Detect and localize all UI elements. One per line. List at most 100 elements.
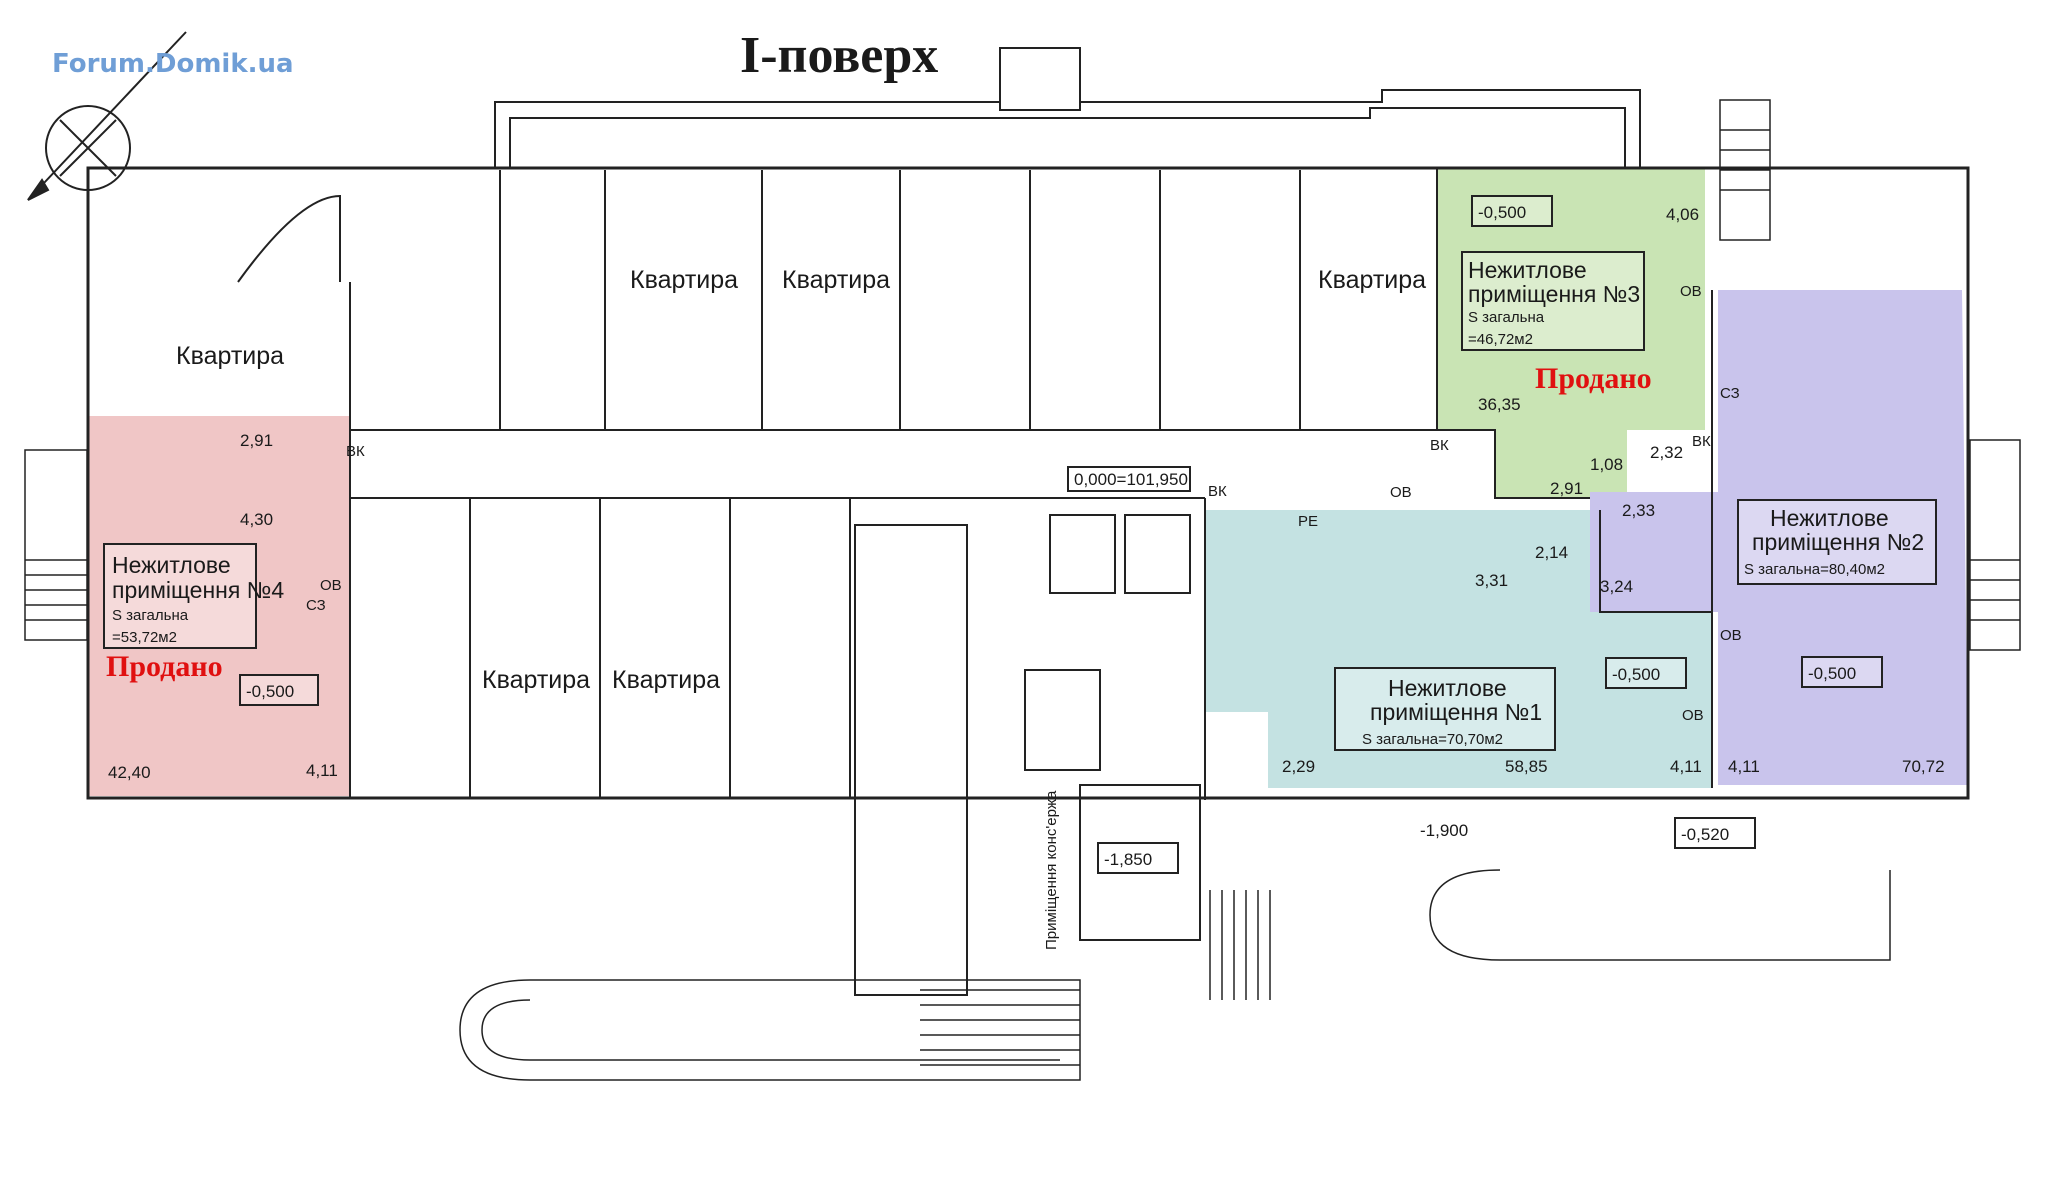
area-label: 2,91 xyxy=(1550,479,1583,498)
utility-code: ОВ xyxy=(1390,484,1412,501)
svg-text:-0,500: -0,500 xyxy=(1478,203,1526,222)
utility-code: ВК xyxy=(1692,433,1711,450)
concierge-room xyxy=(1079,784,1201,941)
unit2-level: -0,500 xyxy=(1801,656,1883,688)
floor-title: I-поверх xyxy=(740,27,938,84)
unit3-label: Нежитлове приміщення №3 S загальна =46,7… xyxy=(1461,251,1645,351)
elevator-3 xyxy=(1024,669,1101,771)
south-ramp-inner xyxy=(481,999,1060,1061)
svg-text:приміщення №2: приміщення №2 xyxy=(1752,529,1924,555)
apartment-label: Квартира xyxy=(782,266,890,294)
svg-text:-0,500: -0,500 xyxy=(1808,664,1856,683)
unit1-level: -0,500 xyxy=(1605,657,1687,689)
east-side-stairs xyxy=(1969,439,2021,651)
utility-code: ОВ xyxy=(1720,627,1742,644)
unit3-level: -0,500 xyxy=(1471,195,1553,227)
svg-text:S загальна: S загальна xyxy=(1468,309,1545,326)
svg-text:Нежитлове: Нежитлове xyxy=(1770,505,1889,531)
unit2-label: Нежитлове приміщення №2 S загальна=80,40… xyxy=(1737,499,1937,585)
unit2-highlight xyxy=(1590,290,1968,785)
utility-code: ВК xyxy=(1430,437,1449,454)
lobby-level-mark: -1,850 xyxy=(1097,842,1179,874)
watermark-logo: Forum.Domik.ua xyxy=(52,49,294,79)
area-label: 4,11 xyxy=(1670,757,1702,776)
unit4-level: -0,500 xyxy=(239,674,319,706)
stairwell xyxy=(854,524,968,996)
utility-code: ВК xyxy=(346,443,365,460)
entrance-level-mark: 0,000=101,950 xyxy=(1067,466,1191,492)
area-label: 2,33 xyxy=(1622,501,1655,520)
area-label: 4,11 xyxy=(1728,757,1760,776)
area-label: 3,24 xyxy=(1600,577,1633,596)
area-label: 2,32 xyxy=(1650,443,1683,462)
west-porch xyxy=(237,194,341,283)
area-label: 1,08 xyxy=(1590,455,1623,474)
area-label: 3,31 xyxy=(1475,571,1508,590)
unit4-sold-label: Продано xyxy=(106,650,223,683)
west-stair-treads xyxy=(24,449,88,641)
svg-text:приміщення №1: приміщення №1 xyxy=(1370,699,1542,725)
utility-code: СЗ xyxy=(1720,385,1740,402)
apartment-label: Квартира xyxy=(176,342,284,370)
unit1-highlight xyxy=(1205,510,1712,788)
unit-divider-3 xyxy=(1436,168,1590,499)
area-label: 36,35 xyxy=(1478,395,1521,414)
area-label: 4,11 xyxy=(306,761,338,780)
svg-text:S загальна=70,70м2: S загальна=70,70м2 xyxy=(1362,731,1503,748)
unit3-sold-label: Продано xyxy=(1535,362,1652,395)
svg-text:Нежитлове: Нежитлове xyxy=(112,552,231,578)
concierge-label: Приміщення конс'ержа xyxy=(1043,790,1060,950)
svg-text:-0,500: -0,500 xyxy=(246,682,294,701)
svg-text:=46,72м2: =46,72м2 xyxy=(1468,331,1533,348)
svg-text:-0,520: -0,520 xyxy=(1681,825,1729,844)
stairs xyxy=(24,99,2021,1081)
east-level-mark: -0,520 xyxy=(1674,817,1756,849)
utility-code: ОВ xyxy=(1680,283,1702,300)
apartment-label: Квартира xyxy=(630,266,738,294)
svg-text:S загальна=80,40м2: S загальна=80,40м2 xyxy=(1744,561,1885,578)
unit3-highlight xyxy=(1437,168,1705,430)
northeast-stairs xyxy=(1719,99,1771,241)
west-level-mark: -1,900 xyxy=(1420,821,1468,840)
unit-highlights xyxy=(88,168,1968,796)
svg-text:приміщення №4: приміщення №4 xyxy=(112,577,284,603)
east-ramp xyxy=(1429,869,1891,961)
utility-code: РЕ xyxy=(1298,513,1318,530)
svg-text:S загальна: S загальна xyxy=(112,607,189,624)
svg-text:0,000=101,950: 0,000=101,950 xyxy=(1074,470,1188,489)
area-label: 58,85 xyxy=(1505,757,1548,776)
utility-code: ОВ xyxy=(320,577,342,594)
unit4-label: Нежитлове приміщення №4 S загальна =53,7… xyxy=(103,543,284,649)
apartment-labels: Квартира Квартира Квартира Квартира Квар… xyxy=(176,266,1426,694)
apartment-label: Квартира xyxy=(612,666,720,694)
area-label: 4,06 xyxy=(1666,205,1699,224)
unit1-label: Нежитлове приміщення №1 S загальна=70,70… xyxy=(1334,667,1556,751)
area-label: 2,29 xyxy=(1282,757,1315,776)
south-ramp xyxy=(459,979,1081,1081)
apartment-label: Квартира xyxy=(1318,266,1426,294)
utility-code: ВК xyxy=(1208,483,1227,500)
area-label: 42,40 xyxy=(108,763,151,782)
area-label: 2,14 xyxy=(1535,543,1568,562)
utility-code: СЗ xyxy=(306,597,326,614)
unit-divider-1-inner xyxy=(1599,510,1712,613)
svg-text:-1,850: -1,850 xyxy=(1104,850,1152,869)
area-label: 2,91 xyxy=(240,431,273,450)
building-outline xyxy=(86,166,1970,800)
south-stair-treads xyxy=(920,989,1080,1066)
unit4-highlight xyxy=(88,416,350,796)
utility-codes: ВК ВК ВК ОВ ВК ОВ ОВ СЗ СЗ РЕ ОВ ОВ xyxy=(306,283,1742,724)
svg-text:=53,72м2: =53,72м2 xyxy=(112,629,177,646)
svg-text:Нежитлове: Нежитлове xyxy=(1388,675,1507,701)
svg-text:приміщення №3: приміщення №3 xyxy=(1468,281,1640,307)
north-terrace xyxy=(494,89,1641,168)
svg-text:-0,500: -0,500 xyxy=(1612,665,1660,684)
elevator-1 xyxy=(1049,514,1116,594)
east-stair-treads xyxy=(1209,890,1271,1000)
area-label: 4,30 xyxy=(240,510,273,529)
north-arrow-icon xyxy=(27,31,187,201)
svg-text:Нежитлове: Нежитлове xyxy=(1468,257,1587,283)
apartment-label: Квартира xyxy=(482,666,590,694)
utility-code: ОВ xyxy=(1682,707,1704,724)
